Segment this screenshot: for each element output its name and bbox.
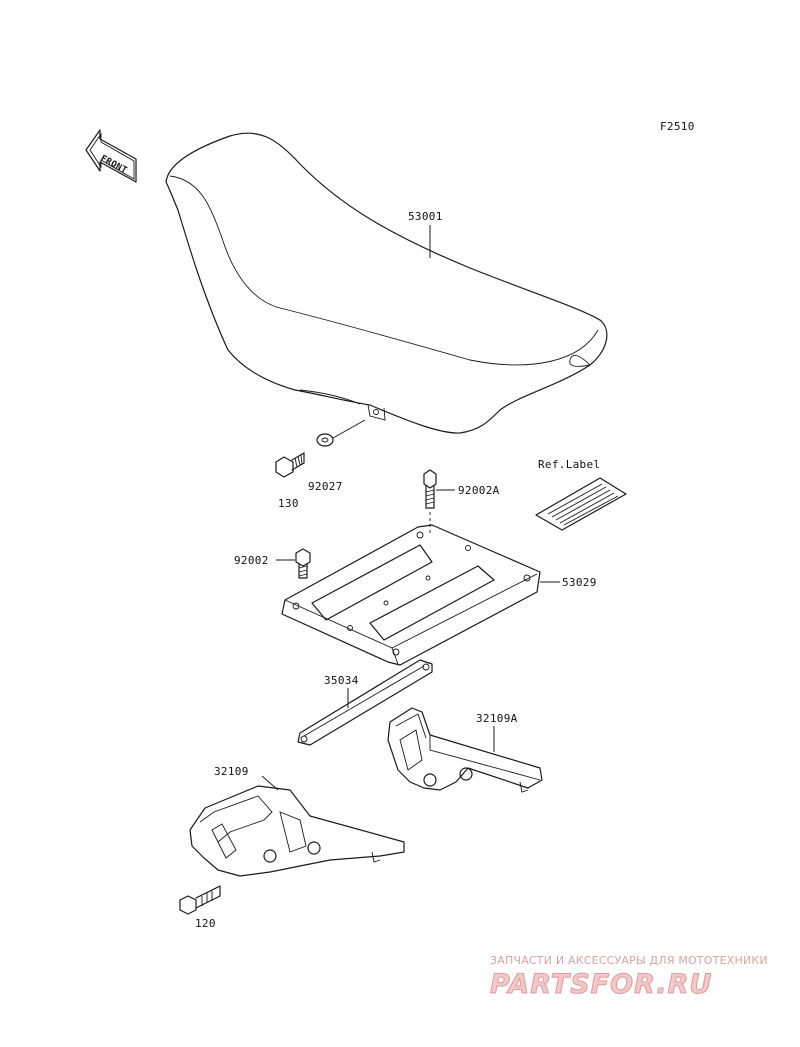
label-bolt-92002: 92002 — [234, 554, 269, 567]
label-bolt-92002a: 92002A — [458, 484, 500, 497]
bracket-left-part — [189, 785, 405, 877]
watermark-tagline: ЗАПЧАСТИ И АКСЕССУАРЫ ДЛЯ МОТОТЕХНИКИ — [490, 954, 768, 967]
stay-part — [297, 659, 433, 746]
label-seat: 53001 — [408, 210, 443, 223]
bracket-right-part — [387, 707, 543, 793]
seat-part — [165, 132, 608, 434]
label-plate: 53029 — [562, 576, 597, 589]
label-stay: 35034 — [324, 674, 359, 687]
bolt-120-part — [179, 885, 221, 915]
ref-label-sticker — [535, 477, 627, 531]
bolt-92002-part — [295, 548, 311, 579]
figure-code: F2510 — [660, 120, 695, 133]
bolt-92002a-part — [423, 469, 437, 509]
label-bracket-left: 32109 — [214, 765, 249, 778]
label-washer: 92027 — [308, 480, 343, 493]
bolt-130-part — [275, 452, 305, 478]
ref-label-title: Ref.Label — [538, 458, 600, 471]
washer-part — [316, 433, 334, 447]
label-bolt-130: 130 — [278, 497, 299, 510]
front-arrow-icon: FRONT — [85, 129, 137, 183]
watermark-logo: PARTSFOR.RU — [490, 969, 712, 1000]
plate-part — [281, 524, 541, 666]
label-bracket-right: 32109A — [476, 712, 518, 725]
front-arrow-label: FRONT — [99, 154, 129, 176]
label-bolt-120: 120 — [195, 917, 216, 930]
